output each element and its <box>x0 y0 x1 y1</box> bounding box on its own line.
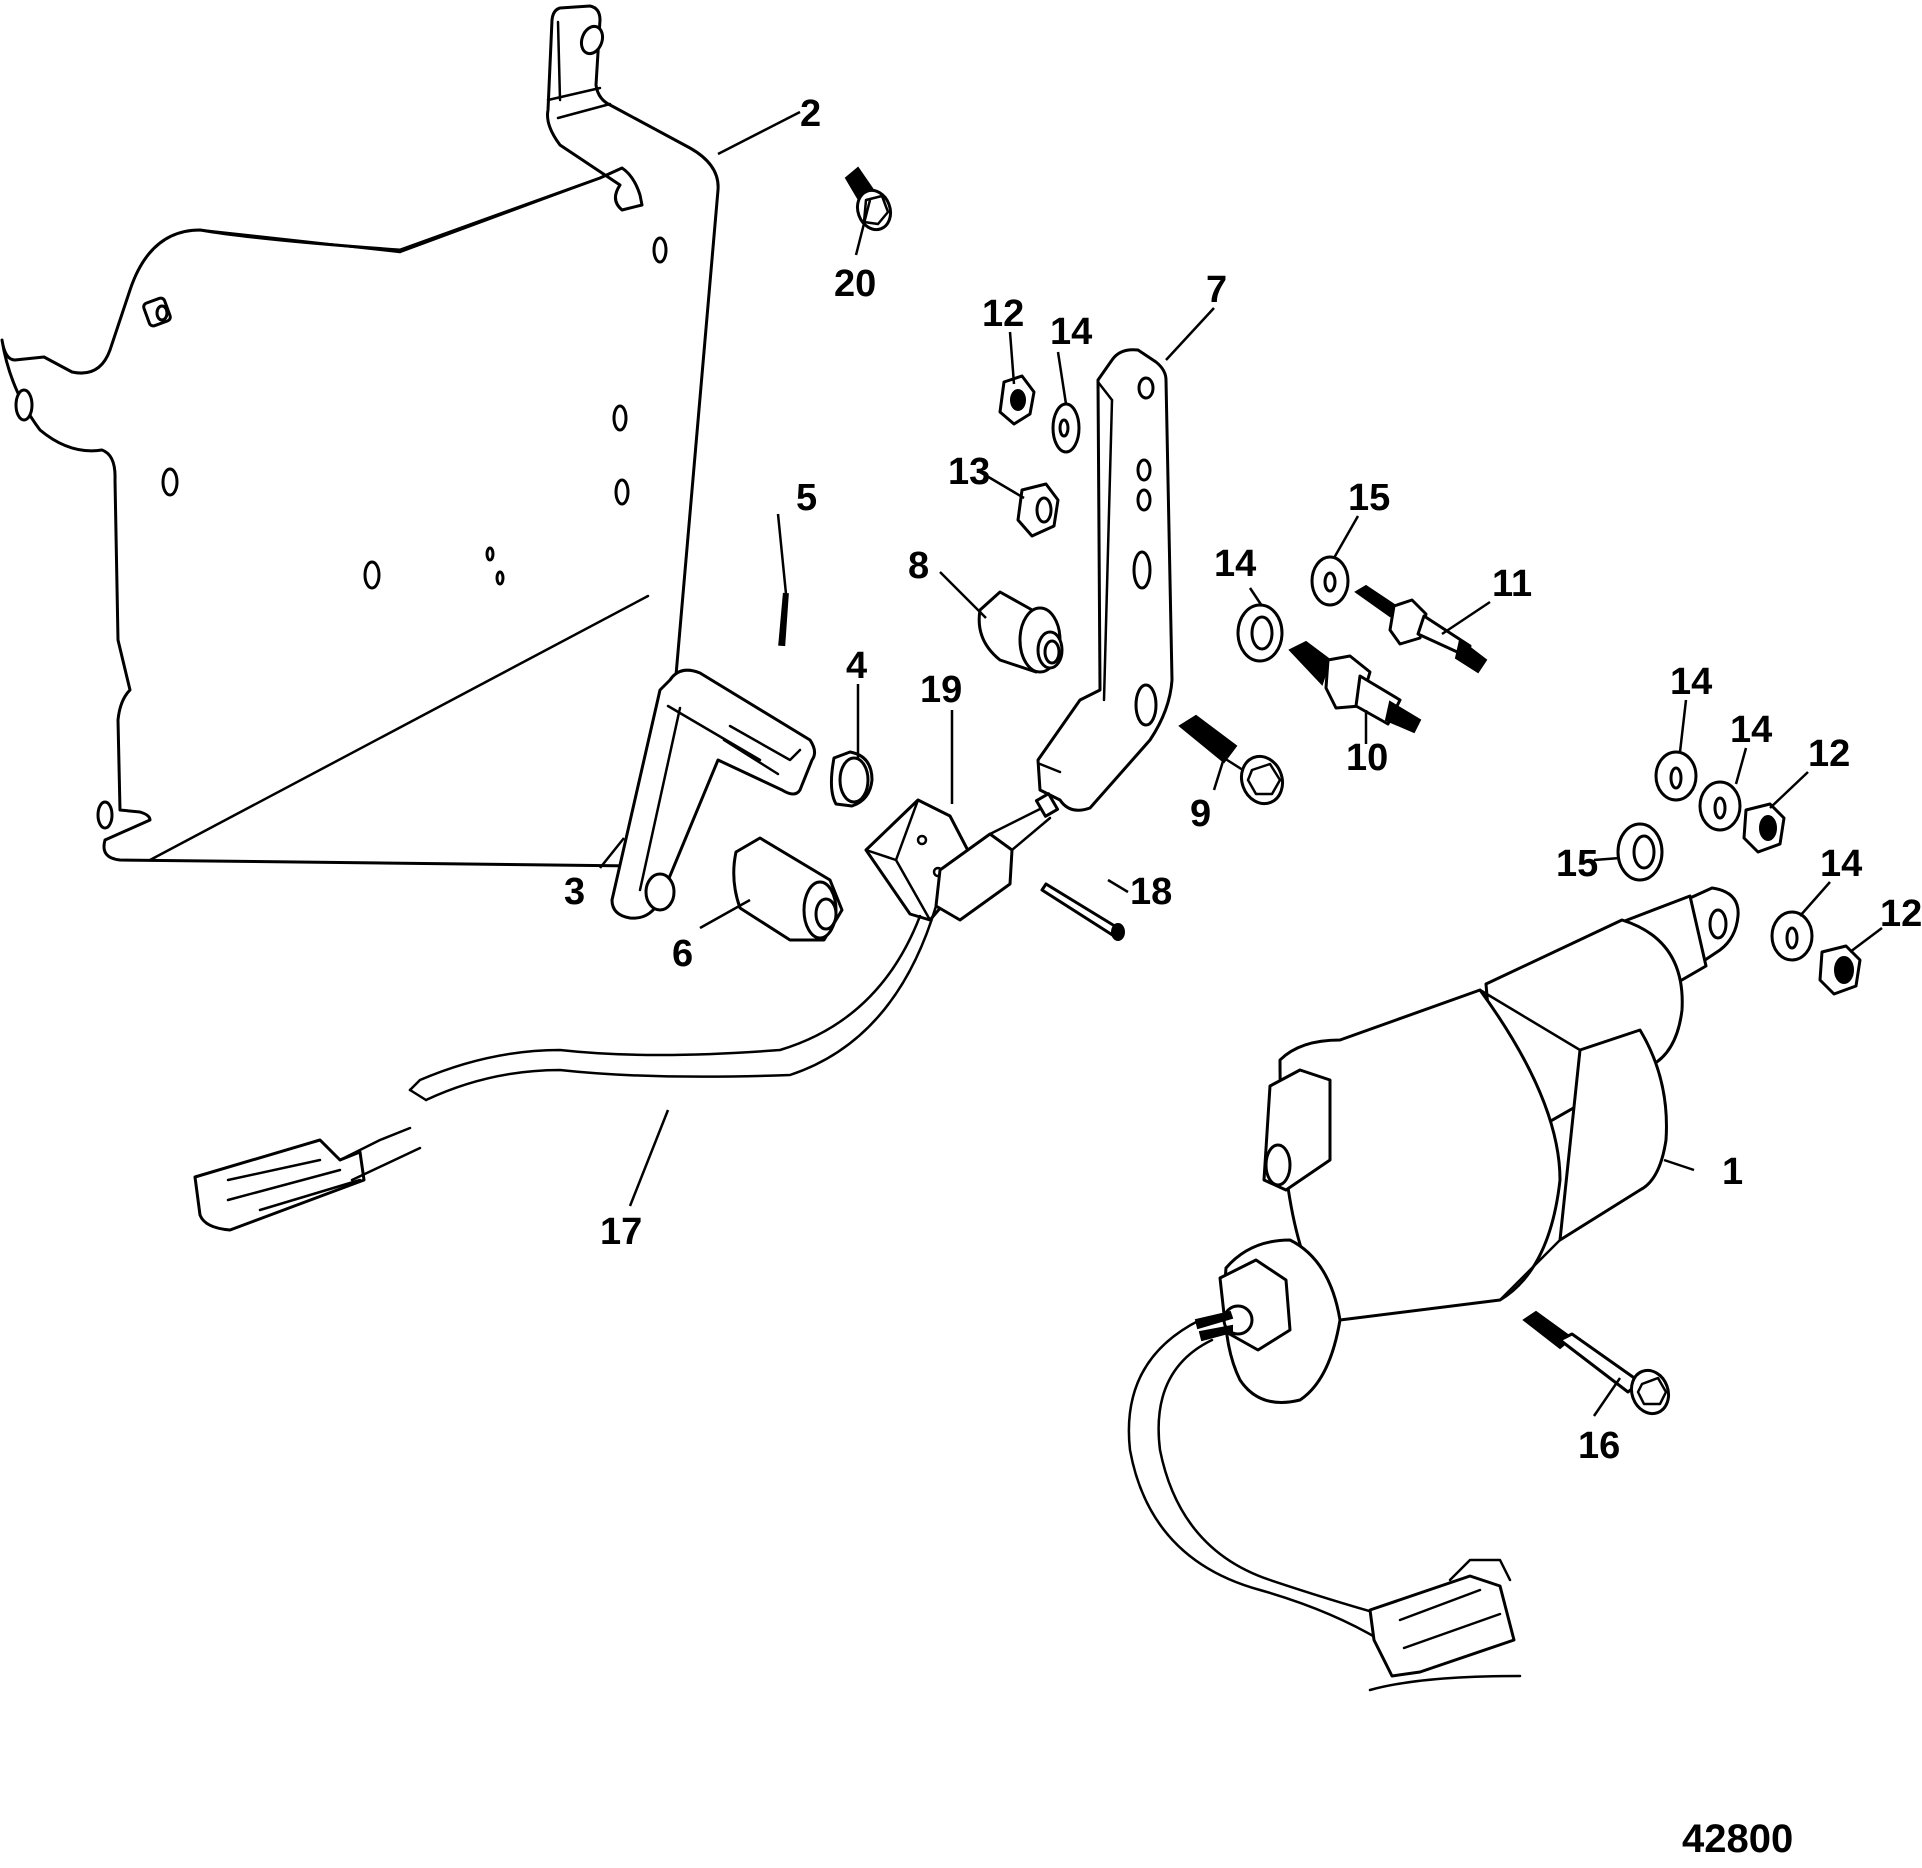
washer-upper <box>1051 402 1081 454</box>
washer-right-2 <box>1698 780 1742 832</box>
nut-13 <box>1016 482 1060 538</box>
callout-5: 5 <box>796 477 817 519</box>
callout-12: 12 <box>982 293 1024 335</box>
locknut-right-lower <box>1818 944 1862 996</box>
motor-connector <box>1368 1558 1516 1678</box>
callout-18: 18 <box>1130 871 1172 913</box>
callout-4: 4 <box>846 645 867 687</box>
washer-right-1 <box>1654 750 1698 802</box>
harness-connector <box>193 1126 422 1232</box>
callout-11: 11 <box>1492 563 1532 605</box>
callout-20: 20 <box>834 263 876 305</box>
actuator-motor <box>1194 886 1740 1404</box>
washer-large-upper <box>1236 603 1284 663</box>
stud-boss <box>142 296 172 328</box>
callout-15: 15 <box>1556 843 1598 885</box>
washer-large-right <box>1616 822 1664 882</box>
callout-12: 12 <box>1808 733 1850 775</box>
locknut-upper <box>998 374 1036 426</box>
callout-12: 12 <box>1880 893 1922 935</box>
callout-14: 15 <box>1348 477 1390 519</box>
stud-small <box>1354 584 1488 674</box>
leader-lines <box>599 110 1883 1417</box>
callout-1: 1 <box>1722 1151 1743 1193</box>
bushing <box>732 836 844 942</box>
figure-number: 42800 <box>1682 1817 1793 1861</box>
callout-14: 14 <box>1050 311 1092 353</box>
motor-pigtail <box>1127 1318 1522 1692</box>
callout-10: 10 <box>1346 737 1388 779</box>
callout-14: 14 <box>1730 709 1772 751</box>
callout-13: 13 <box>948 451 990 493</box>
callout-19: 19 <box>920 669 962 711</box>
callout-14: 14 <box>1820 843 1862 885</box>
callout-15: 14 <box>1214 543 1256 585</box>
stud-large <box>1288 640 1422 734</box>
callout-3: 3 <box>564 871 585 913</box>
callout-7: 7 <box>1206 269 1227 311</box>
flange-bolt <box>1178 714 1285 806</box>
callouts: 2 20 12 14 7 13 5 8 14 15 11 4 19 10 9 1… <box>564 93 1922 1467</box>
callout-8: 8 <box>908 545 929 587</box>
mounting-bracket <box>0 4 720 870</box>
spacer-small <box>829 750 874 808</box>
harness <box>193 904 938 1232</box>
washer-mid <box>1310 555 1350 607</box>
flange-bolt-long <box>1522 1310 1671 1416</box>
locknut-right-upper <box>1742 802 1786 854</box>
callout-14: 14 <box>1670 661 1712 703</box>
callout-2: 2 <box>800 93 821 135</box>
bushing-flanged <box>977 590 1064 674</box>
washer-right-3 <box>1770 910 1814 962</box>
link-arm <box>1036 348 1174 812</box>
callout-17: 17 <box>600 1211 642 1253</box>
callout-9: 9 <box>1190 793 1211 835</box>
roll-pin <box>778 592 789 647</box>
callout-16: 16 <box>1578 1425 1620 1467</box>
screw <box>1040 882 1125 941</box>
lever-arm <box>610 668 817 920</box>
callout-6: 6 <box>672 933 693 975</box>
